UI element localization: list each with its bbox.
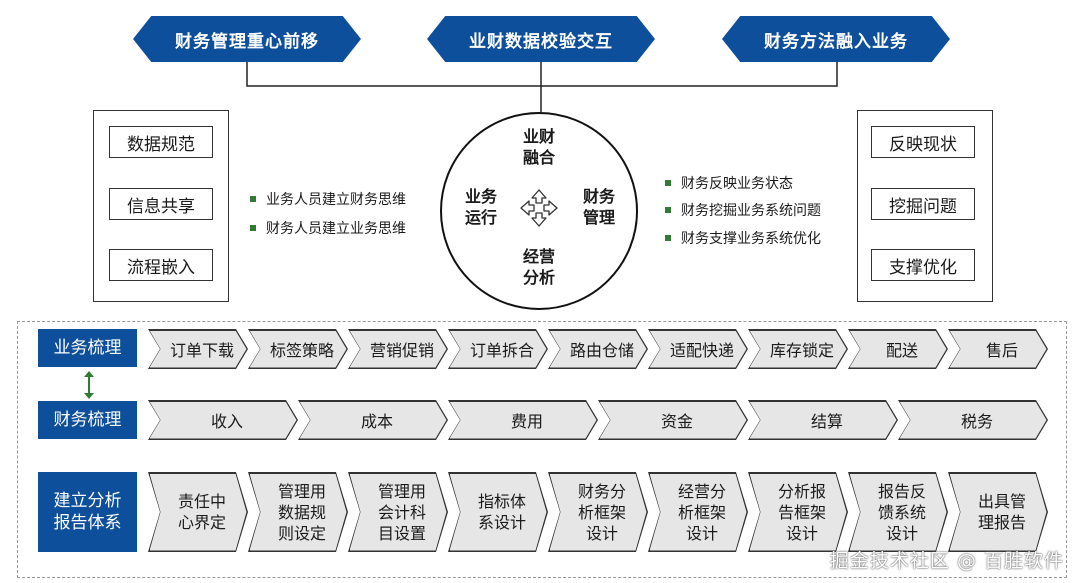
- step-cost: 成本: [298, 400, 448, 440]
- bullet-square-icon: [250, 225, 256, 231]
- step-report-framework: 分析报 告框架 设计: [748, 472, 848, 552]
- bullet-square-icon: [665, 180, 671, 186]
- step-tag-strategy: 标签策略: [248, 329, 348, 369]
- row-label-finance: 财务梳理: [38, 401, 137, 439]
- label-reflect-status: 反映现状: [871, 126, 975, 158]
- step-indicator-system: 指标体 系设计: [448, 472, 548, 552]
- four-way-arrows-icon: [520, 189, 558, 227]
- step-tax: 税务: [898, 400, 1048, 440]
- step-order-download: 订单下载: [148, 329, 248, 369]
- step-feedback-system: 报告反 馈系统 设计: [848, 472, 948, 552]
- circle-label-bottom: 经营 分析: [522, 247, 555, 287]
- step-responsibility-center: 责任中 心界定: [148, 472, 248, 552]
- step-settlement: 结算: [748, 400, 898, 440]
- step-income: 收入: [148, 400, 298, 440]
- step-courier-match: 适配快递: [648, 329, 748, 369]
- workflow-region: [17, 321, 1067, 578]
- label-support-optimize: 支撑优化: [871, 249, 975, 281]
- bullet-square-icon: [250, 196, 256, 202]
- step-delivery: 配送: [848, 329, 948, 369]
- right-bullet-item: 财务挖掘业务系统问题: [665, 200, 821, 220]
- step-finance-analysis-framework: 财务分 析框架 设计: [548, 472, 648, 552]
- step-funds: 资金: [598, 400, 748, 440]
- step-accounting-subjects: 管理用 会计科 目设置: [348, 472, 448, 552]
- row-label-business: 业务梳理: [38, 329, 137, 367]
- circle-label-top: 业财 融合: [522, 127, 555, 167]
- step-marketing-promo: 营销促销: [348, 329, 448, 369]
- label-process-embedding: 流程嵌入: [109, 249, 213, 281]
- banner-data-interaction: 业财数据校验交互: [427, 16, 655, 62]
- left-bullet-item: 业务人员建立财务思维: [250, 189, 406, 209]
- step-operation-analysis-framework: 经营分 析框架 设计: [648, 472, 748, 552]
- circle-label-left: 业务 运行: [464, 187, 497, 227]
- banner-method-integration: 财务方法融入业务: [722, 16, 950, 62]
- step-after-sales: 售后: [948, 329, 1048, 369]
- circle-label-right: 财务 管理: [582, 187, 615, 227]
- step-order-split-merge: 订单拆合: [448, 329, 548, 369]
- double-arrow-icon: [84, 371, 94, 399]
- row-label-report-system: 建立分析 报告体系: [38, 472, 137, 552]
- banner-finance-shift: 财务管理重心前移: [133, 16, 361, 62]
- right-bullet-item: 财务反映业务状态: [665, 173, 793, 193]
- step-management-report: 出具管 理报告: [948, 472, 1048, 552]
- label-info-sharing: 信息共享: [109, 188, 213, 220]
- label-dig-problems: 挖掘问题: [871, 188, 975, 220]
- bullet-square-icon: [665, 207, 671, 213]
- step-inventory-lock: 库存锁定: [748, 329, 848, 369]
- watermark: 掘金技术社区 @ 百胜软件: [829, 550, 1064, 572]
- right-bullet-item: 财务支撑业务系统优化: [665, 228, 821, 248]
- bullet-square-icon: [665, 235, 671, 241]
- banner-connector-lines: [246, 62, 838, 112]
- integration-circle: 业财 融合 业务 运行 财务 管理 经营 分析: [440, 112, 638, 310]
- step-data-rules: 管理用 数据规 则设定: [248, 472, 348, 552]
- left-bullet-item: 财务人员建立业务思维: [250, 218, 406, 238]
- step-expense: 费用: [448, 400, 598, 440]
- step-routing-warehouse: 路由仓储: [548, 329, 648, 369]
- label-data-standard: 数据规范: [109, 126, 213, 158]
